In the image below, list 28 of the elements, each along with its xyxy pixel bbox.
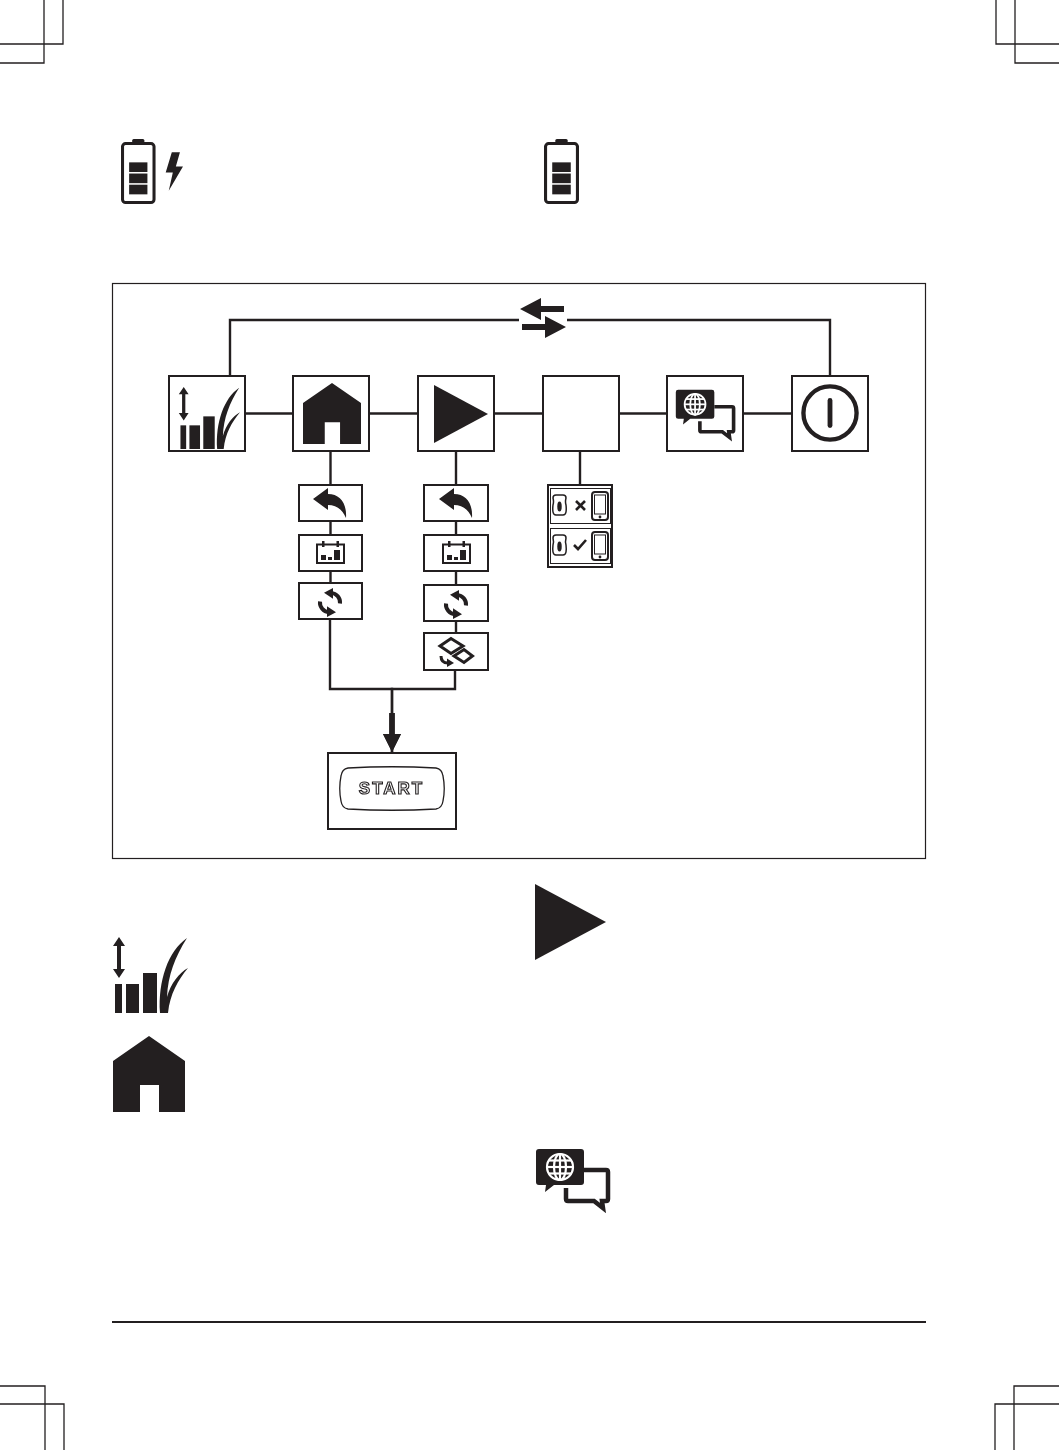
menu-box [666, 375, 744, 452]
menu-box [298, 484, 363, 522]
pairing-panel [547, 484, 613, 568]
menu-box [423, 632, 489, 671]
connector-line [620, 412, 666, 415]
menu-box [423, 584, 489, 622]
connector-line [329, 522, 332, 534]
connector-line [228, 318, 832, 375]
connector-line [329, 452, 332, 484]
menu-box [791, 375, 869, 452]
connector-line [370, 412, 417, 415]
connector-line [246, 412, 292, 415]
menu-box [168, 375, 246, 452]
menu-box [298, 534, 363, 572]
connector-line [744, 412, 791, 415]
menu-box [417, 375, 495, 452]
pairing-status-box [549, 527, 611, 564]
connector-line [495, 412, 542, 415]
menu-box [298, 582, 363, 620]
menu-box [423, 484, 489, 522]
menu-box [292, 375, 370, 452]
start-panel [327, 752, 457, 830]
pairing-status-box [549, 487, 611, 524]
connector-line [578, 452, 582, 484]
connector-line [454, 452, 458, 484]
menu-box [423, 534, 489, 572]
connector-line [329, 572, 332, 582]
menu-box [542, 375, 620, 452]
